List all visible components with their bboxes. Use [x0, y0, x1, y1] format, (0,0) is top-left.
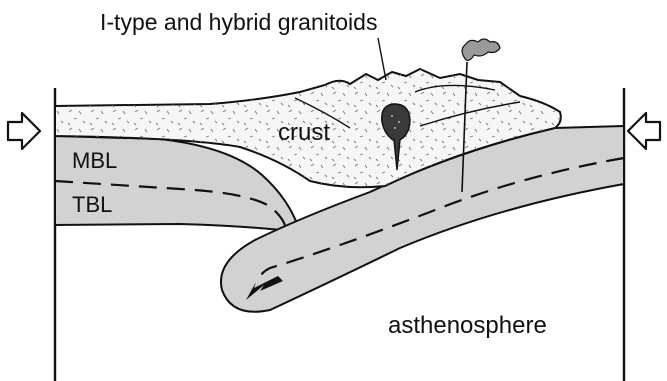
compression-arrow-left-icon	[628, 113, 660, 149]
diagram-title: I-type and hybrid granitoids	[100, 9, 377, 35]
crust-label: crust	[278, 119, 330, 146]
pluton-speck	[394, 127, 396, 129]
asthenosphere-label: asthenosphere	[388, 312, 547, 339]
volcanic-plume-icon	[462, 39, 500, 60]
mbl-label: MBL	[72, 148, 117, 173]
pluton-speck	[391, 115, 393, 117]
tbl-label: TBL	[72, 192, 112, 217]
compression-arrow-right-icon	[8, 113, 40, 149]
pluton-speck	[398, 121, 400, 123]
title-leader-line	[378, 38, 386, 80]
